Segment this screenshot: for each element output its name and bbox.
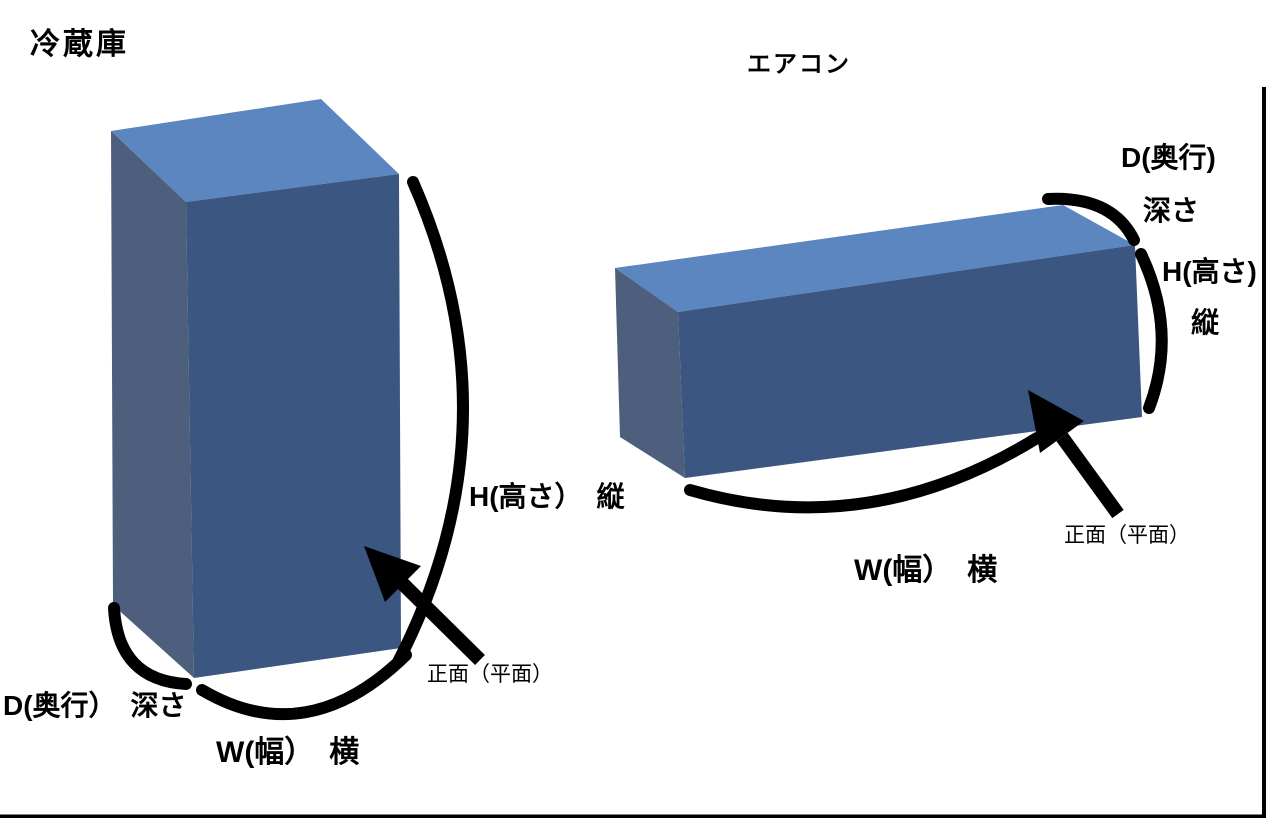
air-conditioner-top-face	[615, 205, 1135, 312]
height-label-refrigerator: H(高さ） 縦	[469, 481, 625, 512]
refrigerator-depth-arc	[108, 602, 192, 690]
refrigerator-front-face	[186, 174, 401, 678]
width-label-air-conditioner: W(幅） 横	[854, 554, 998, 587]
refrigerator-arrow-shaft	[397, 578, 485, 665]
refrigerator-side-face	[111, 131, 194, 678]
height-word-label-air-conditioner: 縦	[1191, 307, 1220, 338]
figure-title-refrigerator: 冷蔵庫	[30, 28, 129, 61]
refrigerator-top-face	[111, 99, 399, 202]
front-face-label-refrigerator: 正面（平面）	[427, 663, 553, 686]
front-face-label-air-conditioner: 正面（平面）	[1064, 524, 1190, 547]
air-conditioner-front-face	[678, 245, 1142, 478]
height-abbr-label-air-conditioner: H(高さ)	[1162, 256, 1257, 287]
air-conditioner-box	[615, 205, 1142, 478]
width-label-refrigerator: W(幅） 横	[216, 736, 360, 769]
refrigerator-width-arc	[196, 649, 412, 721]
air-conditioner-side-face	[615, 268, 685, 478]
air-conditioner-depth-arc	[1042, 192, 1140, 246]
refrigerator-box	[111, 99, 401, 678]
air-conditioner-arrow-shaft	[1056, 432, 1124, 519]
depth-label-refrigerator: D(奥行） 深さ	[3, 690, 187, 721]
air-conditioner-width-arc	[684, 432, 1043, 514]
air-conditioner-arrow-head	[1028, 390, 1084, 453]
depth-word-label-air-conditioner: 深さ	[1143, 195, 1200, 226]
refrigerator-height-arc	[392, 176, 469, 668]
air-conditioner-front-arrow-icon	[1028, 390, 1124, 519]
air-conditioner-height-arc	[1135, 248, 1168, 414]
refrigerator-front-arrow-icon	[364, 546, 485, 665]
depth-abbr-label-air-conditioner: D(奥行)	[1121, 142, 1216, 173]
figure-title-air-conditioner: エアコン	[747, 51, 851, 78]
refrigerator-arrow-head	[364, 546, 421, 602]
